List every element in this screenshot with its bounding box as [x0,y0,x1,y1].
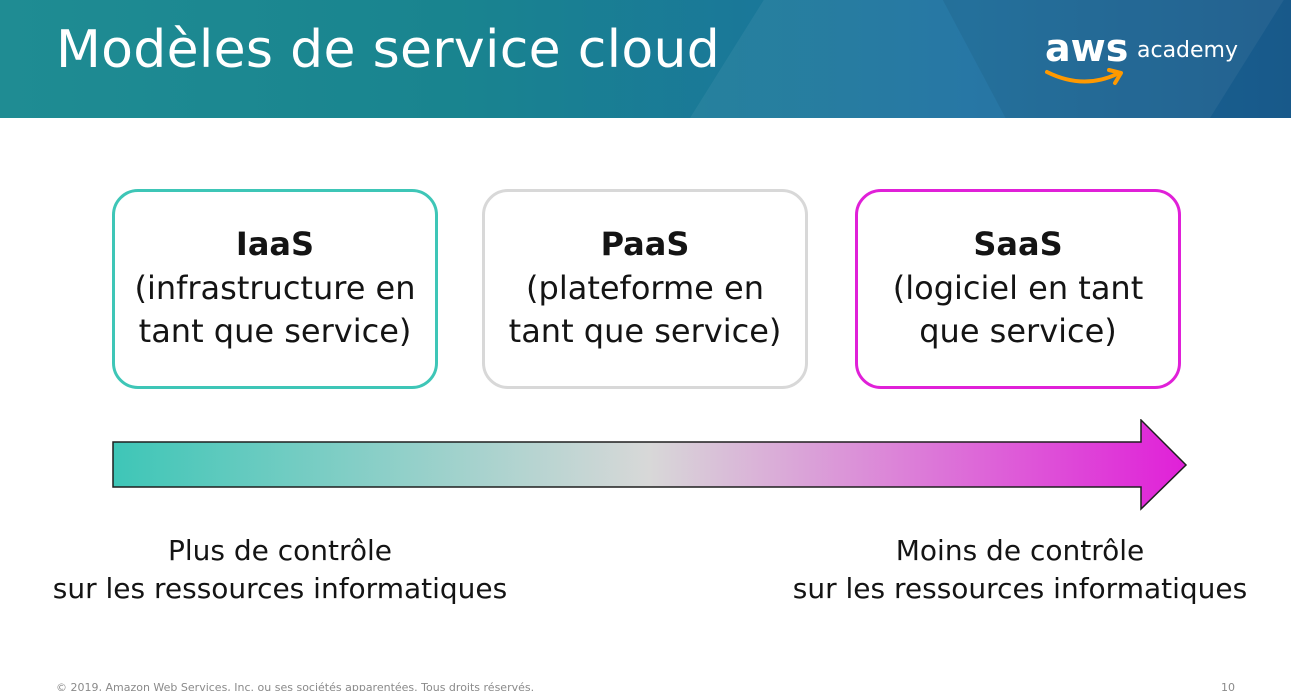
logo-product: academy [1137,38,1239,63]
model-box-iaas: IaaS (infrastructure en tant que service… [112,189,438,389]
logo-brand: aws [1045,26,1129,70]
caption-line: sur les ressources informatiques [52,572,508,606]
model-description: (infrastructure en tant que service) [134,269,416,351]
model-box-saas: SaaS (logiciel en tant que service) [855,189,1181,389]
aws-smile-icon [1045,68,1123,85]
page-number: 10 [1221,681,1235,691]
model-box-paas: PaaS (plateforme en tant que service) [482,189,808,389]
page-title: Modèles de service cloud [56,20,721,80]
model-name: IaaS [235,224,315,263]
model-description: (plateforme en tant que service) [508,269,782,351]
header-bar: Modèles de service cloud aws academy [0,0,1291,118]
aws-academy-logo: aws academy [1045,26,1239,96]
caption-less-control: Moins de contrôle sur les ressources inf… [780,532,1260,608]
model-description: (logiciel en tant que service) [892,269,1144,351]
caption-line: sur les ressources informatiques [792,572,1248,606]
model-name: SaaS [973,224,1063,263]
model-name: PaaS [600,224,690,263]
caption-line: Plus de contrôle [167,534,393,567]
copyright-footer: © 2019, Amazon Web Services, Inc. ou ses… [56,681,535,691]
control-gradient-arrow [112,419,1188,511]
caption-more-control: Plus de contrôle sur les ressources info… [40,532,520,608]
caption-line: Moins de contrôle [895,534,1145,567]
arrow-shape [112,419,1188,511]
